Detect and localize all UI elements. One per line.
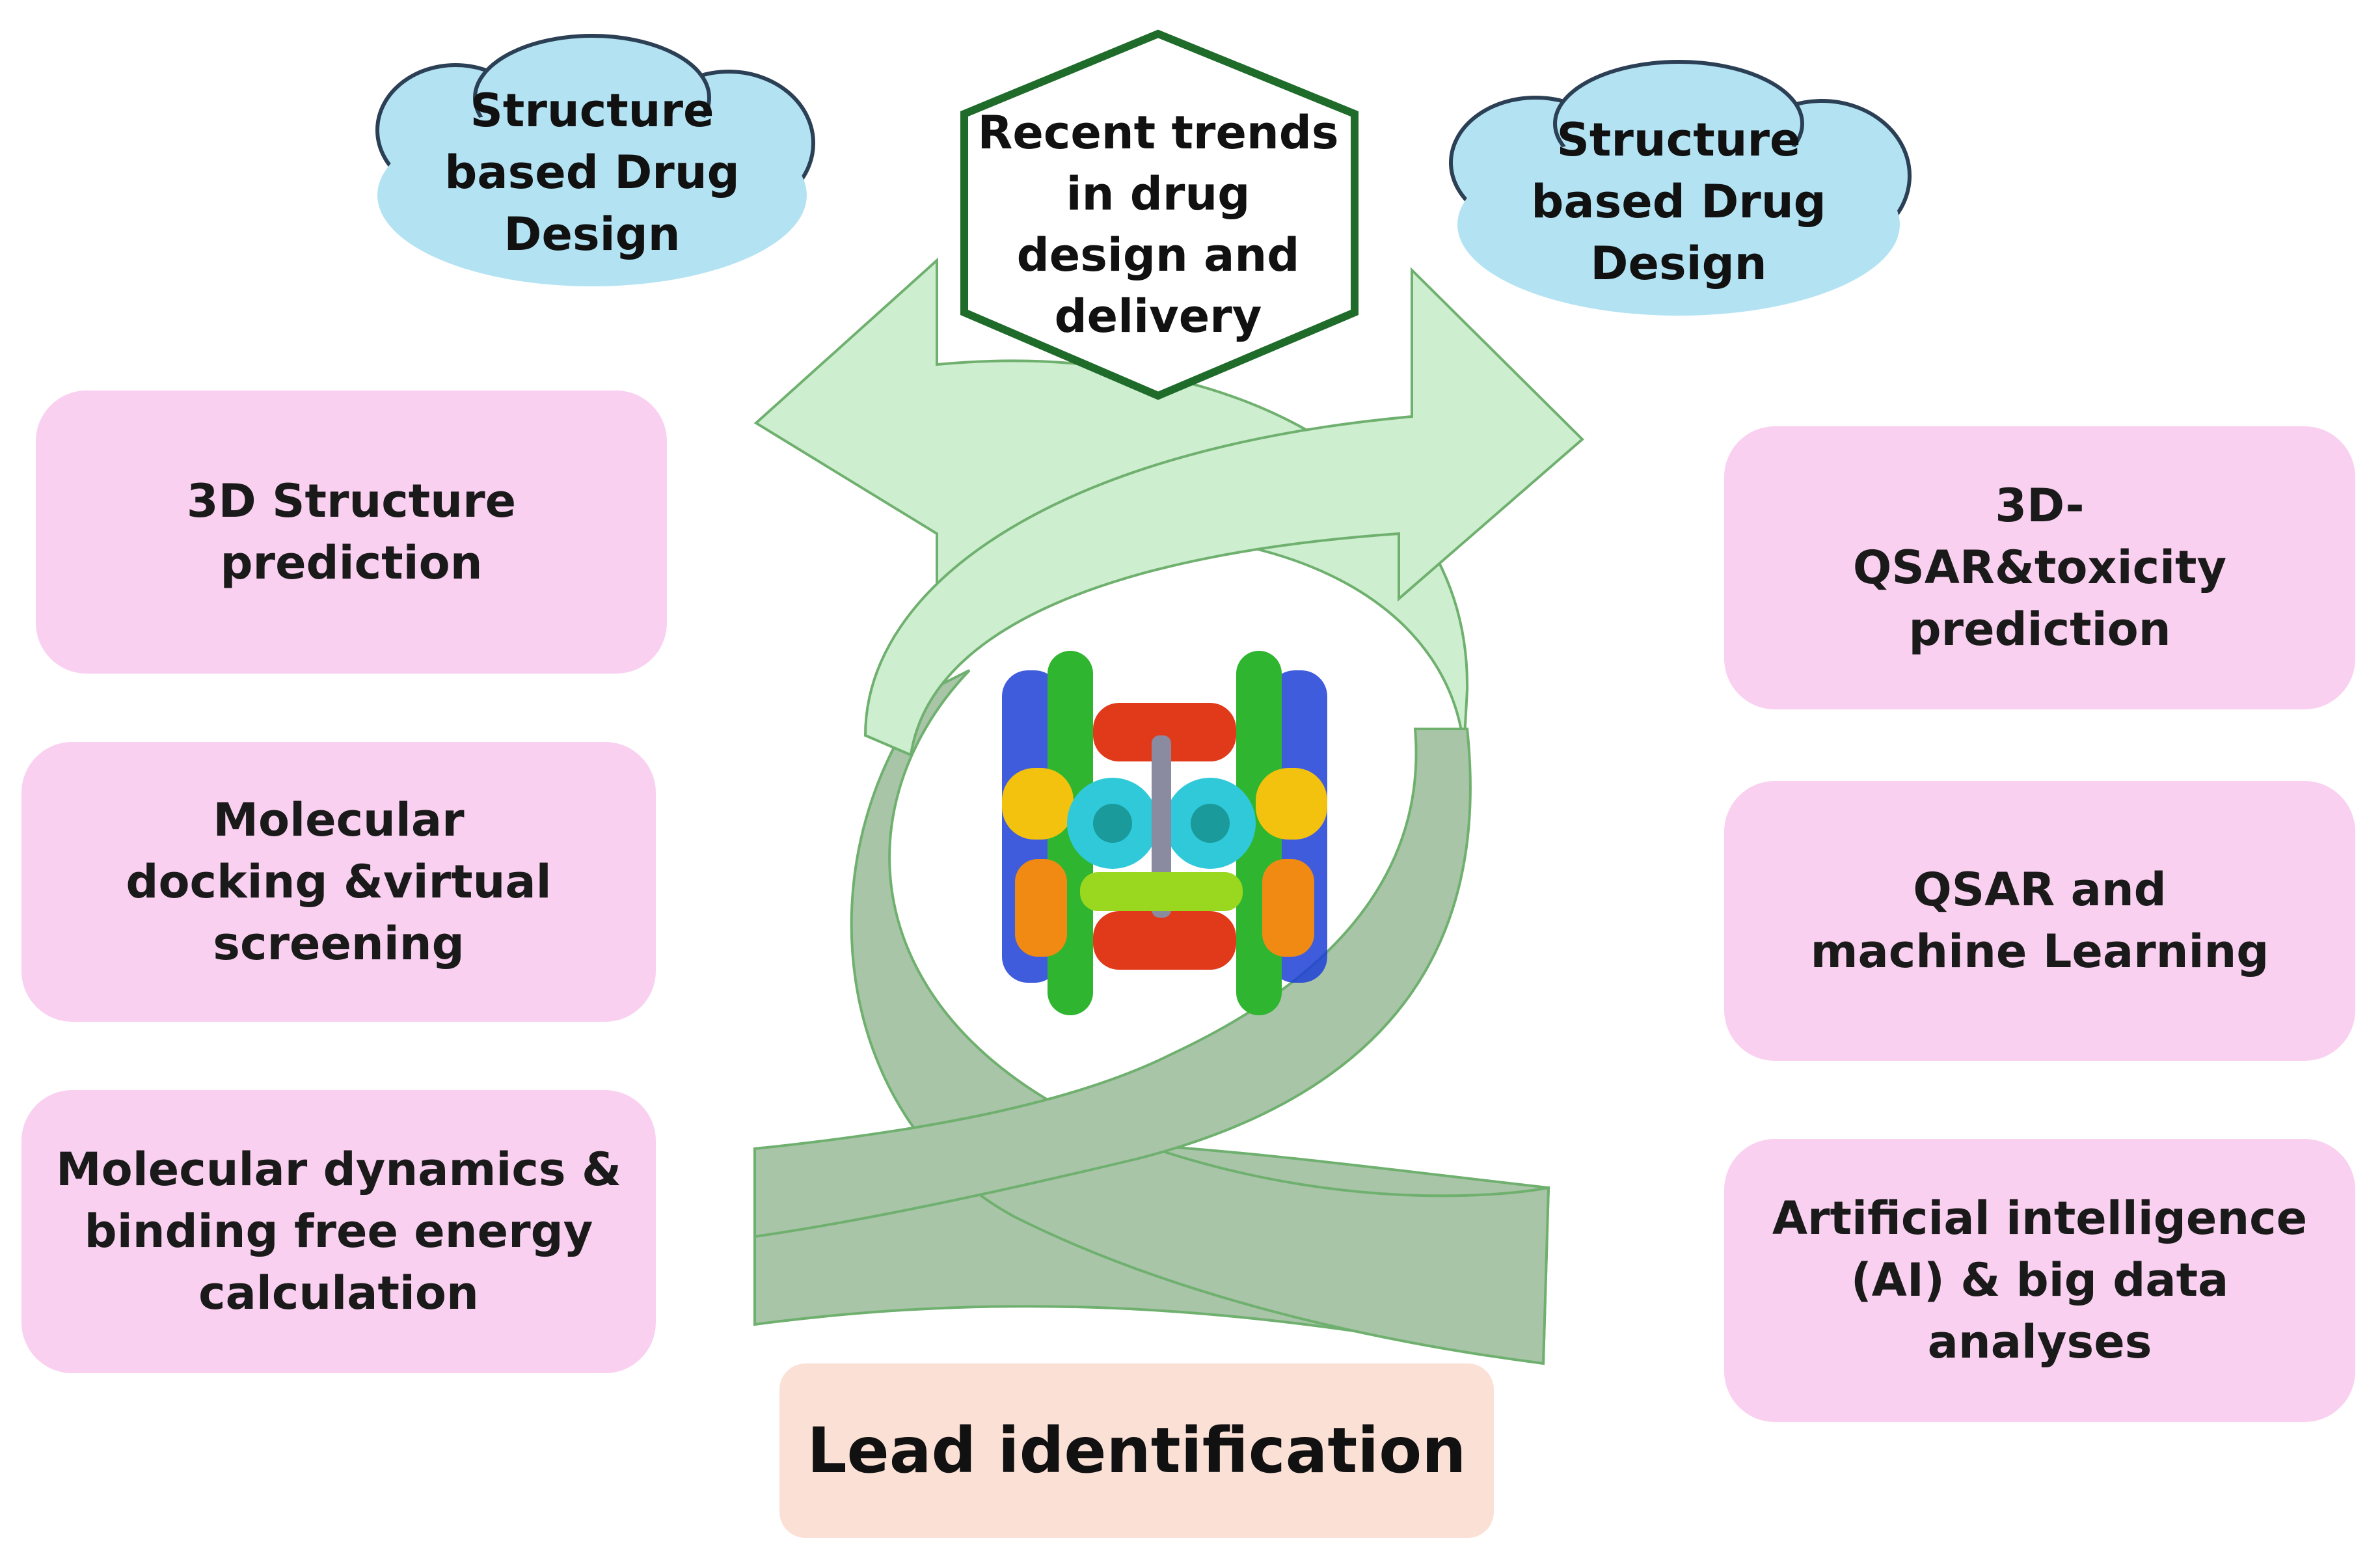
- center-hexagon: [960, 29, 1359, 400]
- lead-identification-box: Lead identification: [779, 1363, 1494, 1538]
- box-label: QSAR and machine Learning: [1810, 863, 2269, 978]
- box-qsar-machine-learning: QSAR and machine Learning: [1724, 781, 2355, 1061]
- up-right-arrow: [863, 267, 1584, 757]
- box-label: Molecular dynamics & binding free energy…: [56, 1143, 621, 1320]
- lead-identification-label: Lead identification: [807, 1414, 1467, 1487]
- protein-structure-icon: [989, 648, 1334, 1025]
- center-title: Recent trends in drug design and deliver…: [977, 106, 1339, 343]
- box-label: Molecular docking &virtual screening: [126, 793, 552, 970]
- box-label: 3D Structure prediction: [186, 474, 517, 590]
- box-ai-big-data: Artificial intelligence (AI) & big data …: [1724, 1139, 2355, 1422]
- box-label: 3D-QSAR&toxicity prediction: [1852, 479, 2227, 656]
- left-arrow-sweep: [850, 669, 1550, 1365]
- box-3d-qsar-toxicity: 3D-QSAR&toxicity prediction: [1724, 426, 2355, 709]
- box-molecular-docking: Molecular docking &virtual screening: [21, 742, 656, 1022]
- cloud-left: [375, 34, 815, 286]
- box-molecular-dynamics: Molecular dynamics & binding free energy…: [21, 1090, 656, 1373]
- cloud-right: [1449, 60, 1912, 316]
- cloud-right-label: Structure based Drug Design: [1531, 113, 1826, 290]
- cloud-left-label: Structure based Drug Design: [444, 83, 740, 261]
- box-label: Artificial intelligence (AI) & big data …: [1772, 1192, 2308, 1369]
- box-3d-structure-prediction: 3D Structure prediction: [36, 390, 667, 674]
